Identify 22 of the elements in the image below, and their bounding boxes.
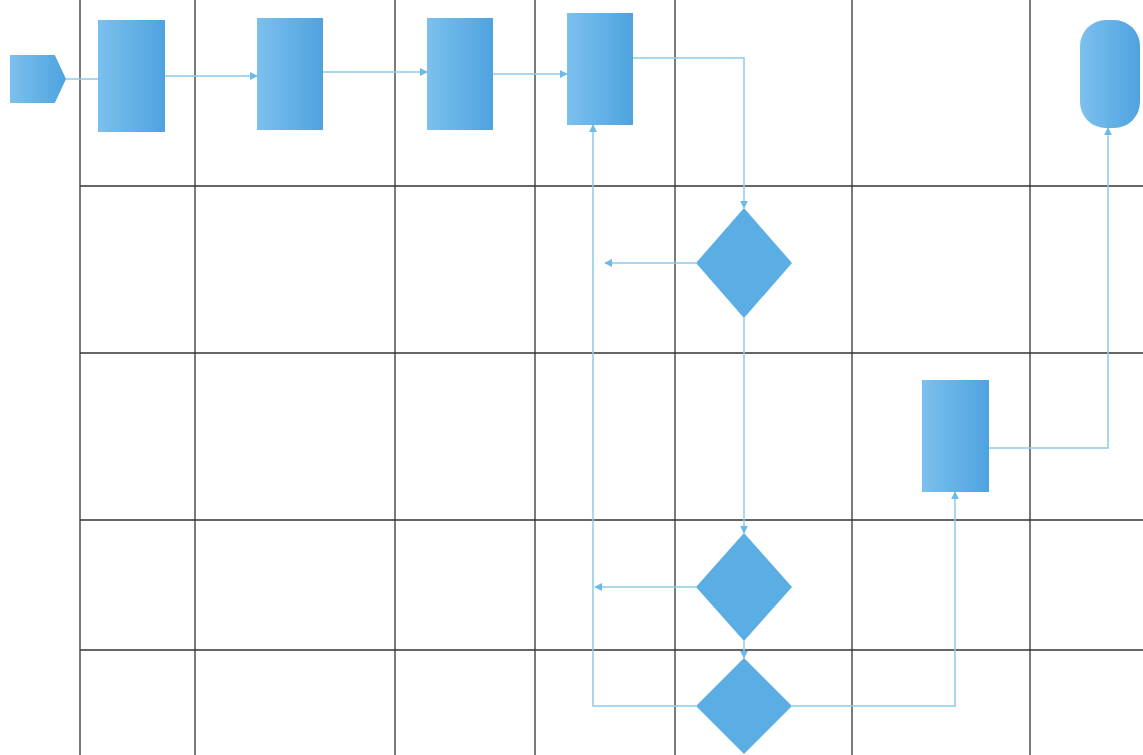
terminator-shape [1080, 20, 1140, 128]
process-box [98, 20, 165, 132]
arrow [322, 68, 428, 76]
arrow [632, 57, 748, 209]
arrow [589, 124, 697, 707]
arrow [594, 583, 697, 591]
arrow [740, 640, 748, 659]
decision-diamond [696, 658, 792, 754]
process-box [567, 13, 633, 125]
off-page-connector [10, 55, 66, 103]
decision-diamond [696, 533, 792, 641]
arrow [604, 259, 697, 267]
process-box [257, 18, 323, 130]
process-box [922, 380, 989, 492]
arrow [740, 317, 748, 534]
decision-diamond [696, 208, 792, 318]
arrow [164, 72, 258, 80]
arrow [791, 491, 959, 707]
process-box [427, 18, 493, 130]
connector-line [65, 78, 99, 80]
arrow [492, 70, 568, 78]
arrow [988, 127, 1112, 449]
